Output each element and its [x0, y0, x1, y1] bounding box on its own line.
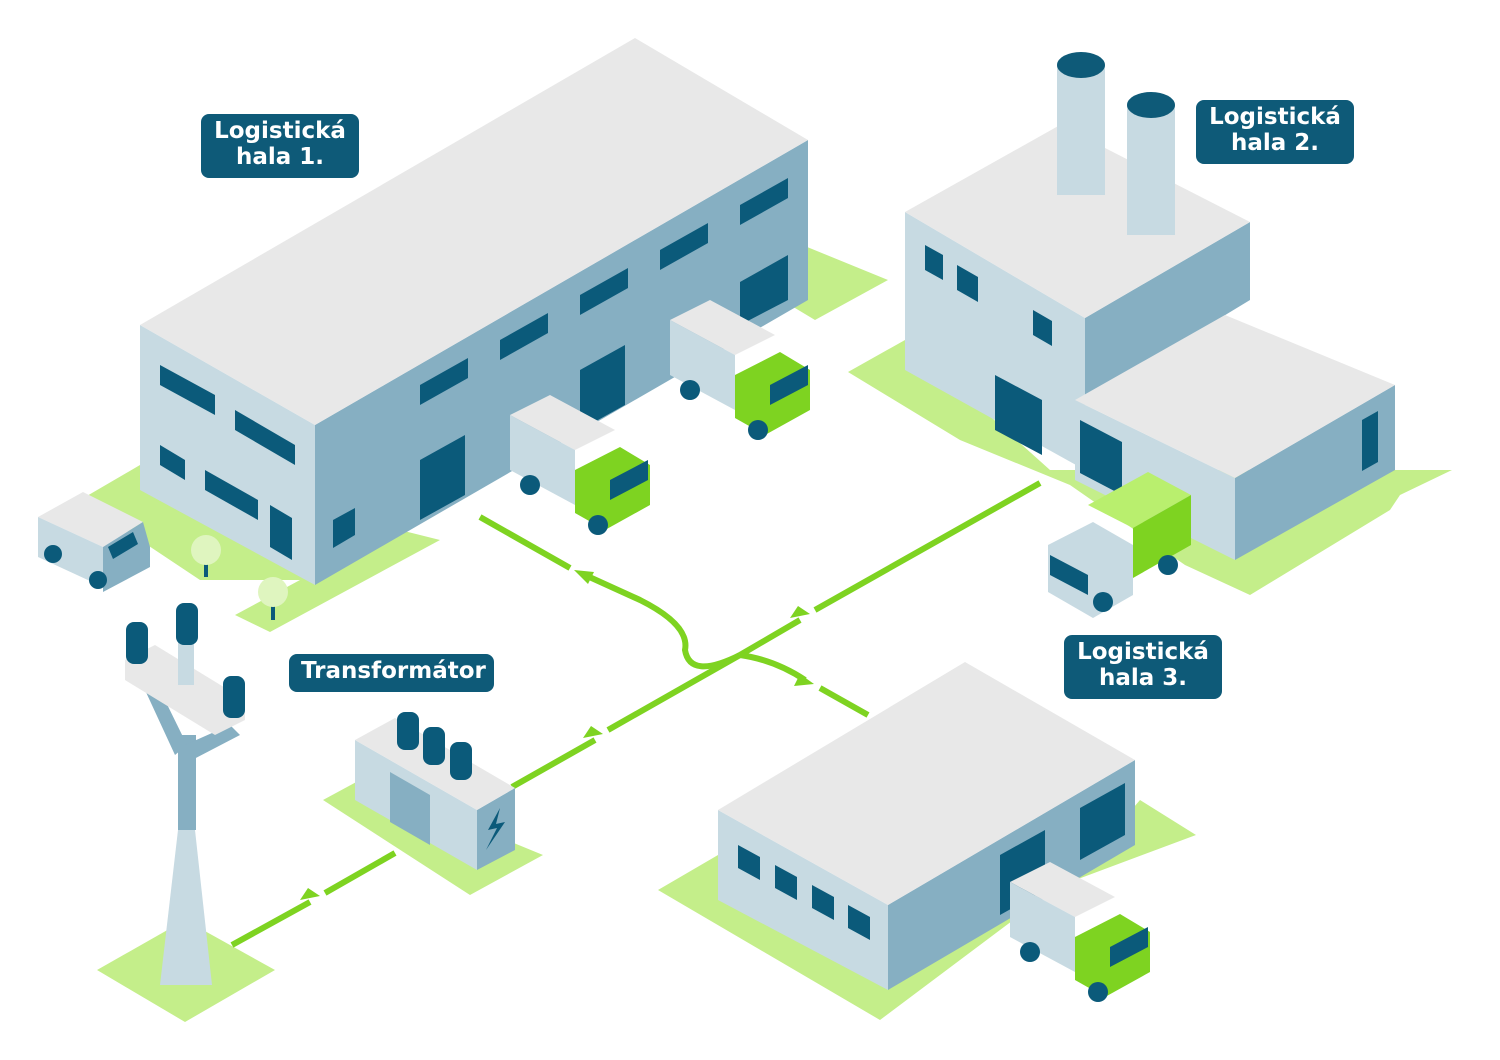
ground-hall3: [658, 800, 1196, 1020]
hall-1-label-line1: Logistická: [214, 118, 346, 144]
transformer-label-text: Transformátor: [301, 658, 486, 684]
hall-2-label: Logistická hala 2.: [1196, 100, 1354, 164]
arrow-icon: [583, 726, 603, 738]
hall-3-label: Logistická hala 3.: [1064, 635, 1222, 699]
hall-2-annex-roof: [1075, 315, 1395, 478]
arrow-icon: [794, 674, 814, 686]
hall-1-roof: [140, 38, 808, 425]
hall-3-label-line2: hala 3.: [1098, 665, 1188, 691]
chimney-icon: [1057, 65, 1105, 195]
flow-transformer-junction: [510, 652, 742, 790]
hall-2-label-line2: hala 2.: [1230, 130, 1320, 156]
hall-3-building: [718, 662, 1135, 990]
truck-icon: [510, 395, 650, 535]
hall-1-building: [140, 38, 808, 585]
transformer-label: Transformátor: [289, 654, 494, 692]
van-icon: [38, 492, 150, 592]
flow-arrows: [300, 570, 814, 900]
arrow-icon: [574, 570, 594, 584]
arrow-icon: [790, 606, 810, 618]
ground-hall1-back: [790, 240, 888, 320]
transformer-icon: [355, 712, 515, 870]
flow-lines: [230, 480, 1042, 948]
lightning-bolt-icon: [486, 808, 505, 850]
hall-3-roof: [718, 662, 1135, 905]
hall-1-label-line2: hala 1.: [235, 144, 325, 170]
arrow-icon: [300, 888, 320, 900]
hall-1-windows: [160, 178, 788, 560]
flow-junction-hall2: [738, 480, 1042, 658]
hall-3-label-line1: Logistická: [1077, 639, 1209, 665]
truck-icon: [1048, 472, 1191, 618]
hall-2-right-wall: [1085, 222, 1250, 400]
hall-1-label: Logistická hala 1.: [201, 114, 359, 178]
ground-hall2: [848, 340, 1452, 595]
flow-junction-hall1: [478, 514, 742, 670]
hall-2-roof: [905, 125, 1250, 318]
insulator-icon: [397, 712, 472, 780]
chimney-icon: [1127, 105, 1175, 235]
tree-icon: [191, 535, 288, 620]
power-pylon-icon: [125, 603, 245, 985]
truck-icon: [670, 300, 810, 440]
hall-2-label-line1: Logistická: [1209, 104, 1341, 130]
truck-icon: [1010, 862, 1150, 1002]
hall-2-windows: [925, 245, 1378, 495]
flow-pylon-transformer: [230, 850, 397, 948]
hall-2-annex-right-wall: [1235, 385, 1395, 560]
hall-3-left-wall: [718, 810, 888, 990]
